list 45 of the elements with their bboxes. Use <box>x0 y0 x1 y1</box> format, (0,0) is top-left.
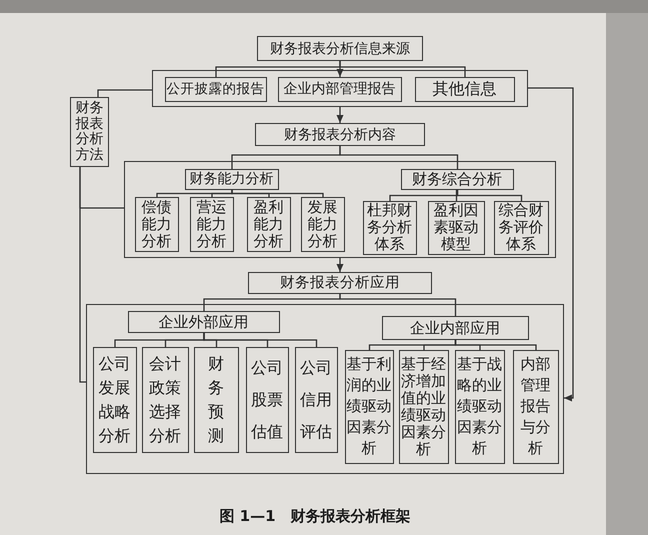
category-box: 企业内部管理报告 <box>278 76 402 102</box>
item-box: 公司信用评估 <box>294 346 338 452</box>
connector-line <box>454 340 537 350</box>
category-box: 企业外部应用 <box>128 310 280 332</box>
caption: 图 1—1 财务报表分析框架 <box>219 507 411 526</box>
category-box: 公开披露的报告 <box>164 76 266 102</box>
item-box: 会计政策选择分析 <box>142 346 188 452</box>
group-frame <box>124 161 556 258</box>
item-box: 基于战略的业绩驱动因素分析 <box>454 350 504 464</box>
item-box: 偿债能力分析 <box>134 196 178 252</box>
item-box: 杜邦财务分析体系 <box>362 200 416 254</box>
item-box: 综合财务评价体系 <box>494 200 548 254</box>
stage-box: 财务报表分析信息来源 <box>257 36 423 61</box>
connector-line <box>339 294 456 316</box>
connector-line <box>211 190 233 197</box>
connector-line <box>231 190 324 197</box>
group-frame <box>152 70 528 107</box>
item-box: 基于经济增加值的业绩驱动因素分析 <box>398 350 448 464</box>
connector-line <box>339 61 466 77</box>
item-box: 内部管理报告与分析 <box>512 350 558 464</box>
arrow <box>336 258 344 272</box>
connector-line <box>456 190 458 201</box>
item-box: 盈利因素驱动模型 <box>428 200 484 254</box>
connector-line <box>79 167 86 383</box>
category-box: 企业内部应用 <box>382 316 528 340</box>
connector-line <box>456 190 522 201</box>
connector-line <box>203 333 318 347</box>
connector-line <box>339 146 458 169</box>
item-box: 发展能力分析 <box>300 196 344 252</box>
item-box: 营运能力分析 <box>190 196 234 252</box>
item-box: 公司股票估值 <box>246 346 288 452</box>
group-frame <box>86 304 564 474</box>
category-box: 财务能力分析 <box>184 168 278 190</box>
arrow <box>336 107 344 123</box>
category-box: 财务综合分析 <box>400 168 514 190</box>
item-box: 财务预测 <box>194 346 238 452</box>
side-box: 财务报表分析方法 <box>70 97 109 167</box>
item-box: 基于利润的业绩驱动因素分析 <box>344 350 394 464</box>
category-box: 其他信息 <box>414 76 514 102</box>
arrow <box>528 87 574 402</box>
stage-box: 财务报表分析内容 <box>255 123 425 146</box>
item-box: 公司发展战略分析 <box>92 346 136 452</box>
stage-box: 财务报表分析应用 <box>248 272 432 294</box>
connector-line <box>97 89 152 97</box>
item-box: 盈利能力分析 <box>246 196 290 252</box>
